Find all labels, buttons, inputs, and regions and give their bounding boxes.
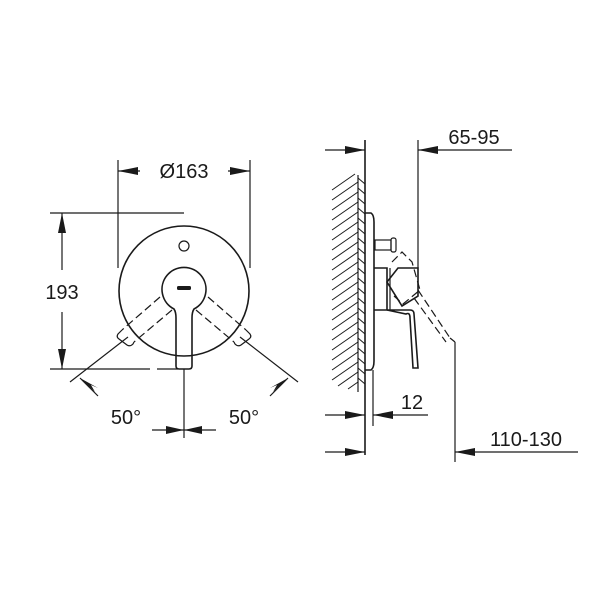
indicator-mark bbox=[177, 286, 191, 290]
rotated-lever-right bbox=[195, 296, 252, 347]
diverter-knob bbox=[374, 237, 397, 253]
rotated-lever-left bbox=[116, 296, 173, 347]
handle-projection-dimension: 110-130 bbox=[325, 429, 578, 456]
handle-projection-label: 110-130 bbox=[490, 429, 562, 451]
height-label: 193 bbox=[45, 282, 78, 304]
angle-left-label: 50° bbox=[111, 407, 141, 429]
cover-plate-side bbox=[365, 212, 375, 371]
side-view: 65-95 12 110-130 bbox=[325, 127, 578, 462]
diverter-hole bbox=[178, 240, 190, 252]
lever-side bbox=[386, 309, 419, 369]
projection-dimension: 65-95 bbox=[325, 127, 512, 154]
diameter-label: Ø163 bbox=[160, 161, 209, 183]
handle-body-side bbox=[374, 267, 388, 311]
projection-label: 65-95 bbox=[448, 127, 499, 149]
rotated-lever-side bbox=[391, 251, 456, 343]
front-view: Ø163 193 bbox=[45, 160, 299, 438]
handle-lever bbox=[161, 266, 207, 370]
angle-right-label: 50° bbox=[229, 407, 259, 429]
plate-thickness-dimension: 12 bbox=[325, 392, 428, 419]
plate-thickness-label: 12 bbox=[401, 392, 423, 414]
wall-hatch bbox=[331, 140, 366, 455]
diameter-dimension: Ø163 bbox=[117, 160, 251, 268]
cover-plate-outline bbox=[118, 225, 250, 357]
height-dimension: 193 bbox=[45, 212, 184, 370]
